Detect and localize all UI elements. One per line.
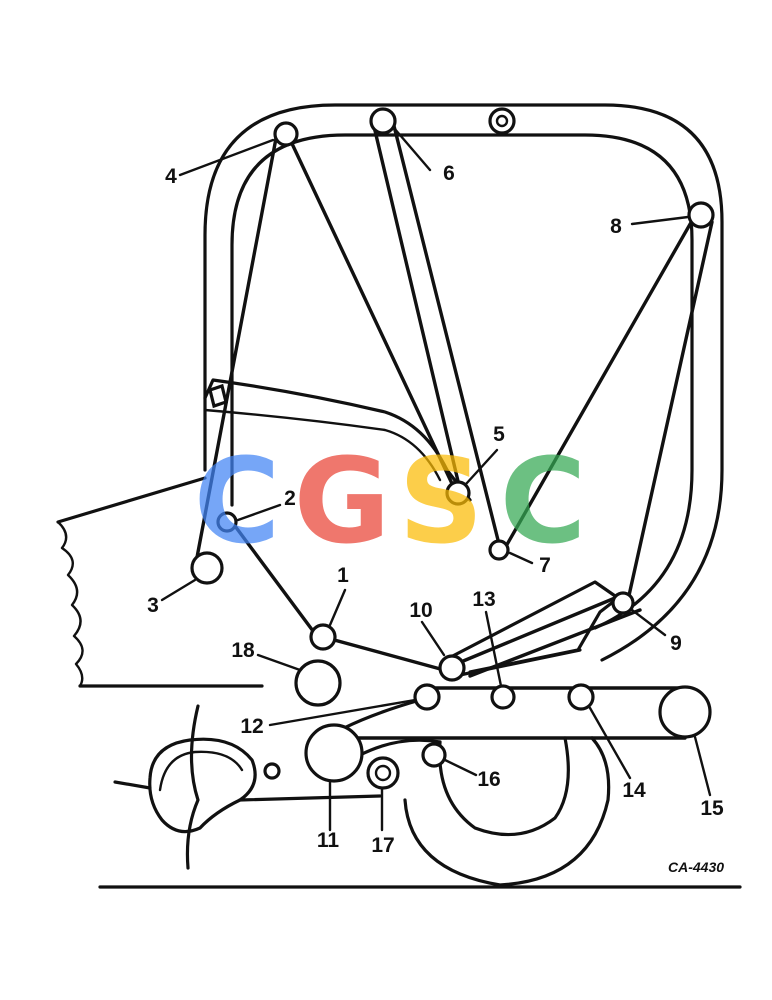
callout-9: 9: [670, 632, 682, 655]
callout-3: 3: [147, 594, 159, 617]
roll-15: [658, 685, 712, 739]
baler-frame: [203, 103, 724, 662]
callout-16: 16: [477, 768, 500, 791]
watermark-letter-c2: C: [500, 432, 587, 570]
watermark-letter-s: S: [399, 432, 484, 570]
roll-5: [445, 480, 471, 506]
callout-8: 8: [610, 215, 622, 238]
roll-4: [273, 121, 299, 147]
roll-2: [216, 511, 238, 533]
callout-labels: 1 2 3 4 5 6 7 8 9 10 11 12 13 14 15 16 1…: [147, 162, 724, 857]
roll-1: [309, 623, 337, 651]
callout-14: 14: [622, 779, 646, 802]
roll-18: [294, 659, 342, 707]
callout-13: 13: [472, 588, 495, 611]
callout-7: 7: [539, 554, 551, 577]
roll-14: [567, 683, 595, 711]
callout-5: 5: [493, 423, 505, 446]
hay-outline: [56, 476, 264, 688]
roll-11: [304, 723, 364, 783]
rolls: [190, 107, 715, 790]
wheel: [403, 736, 611, 887]
leader-lines: [160, 126, 712, 832]
roll-12: [413, 683, 441, 711]
callout-18: 18: [231, 639, 255, 662]
roll-7: [488, 539, 510, 561]
callout-17: 17: [371, 834, 394, 857]
roll-3: [190, 551, 224, 585]
callout-2: 2: [284, 487, 296, 510]
figure-code: CA-4430: [668, 859, 724, 875]
roll-8: [687, 201, 715, 229]
callout-6: 6: [443, 162, 455, 185]
watermark-letter-c1: C: [194, 432, 281, 570]
callout-4: 4: [165, 165, 177, 188]
roll-17: [366, 756, 400, 790]
roll-16: [421, 742, 447, 768]
roll-9: [611, 591, 635, 615]
roll-6: [369, 107, 397, 135]
watermark: C G S C: [194, 432, 587, 570]
callout-15: 15: [700, 797, 724, 820]
watermark-letter-g: G: [294, 432, 391, 570]
roll-13: [490, 684, 516, 710]
callout-12: 12: [240, 715, 263, 738]
callout-11: 11: [317, 829, 340, 852]
callout-10: 10: [409, 599, 432, 622]
callout-1: 1: [337, 564, 349, 587]
roll-10: [438, 654, 466, 682]
belts: [193, 116, 714, 740]
